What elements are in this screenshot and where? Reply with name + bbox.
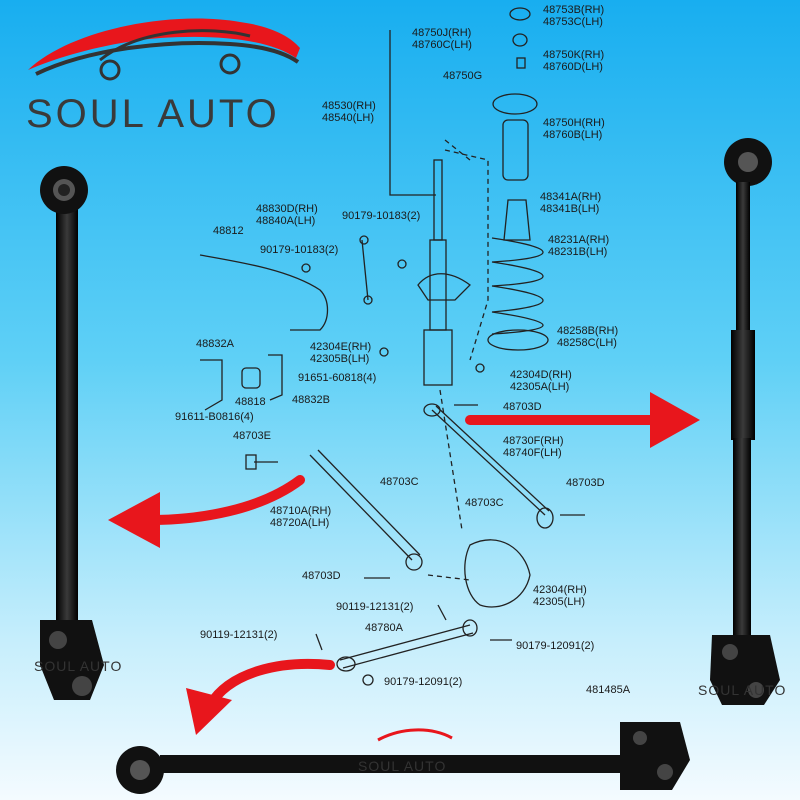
diagram-id-label: 481485A	[586, 684, 631, 696]
watermark-bottom: SOUL AUTO	[358, 758, 447, 774]
part-label-48730f: 48730F(RH) 48740F(LH)	[503, 435, 564, 459]
red-arrow-icons	[145, 415, 655, 710]
part-label-90119-a: 90119-12131(2)	[336, 601, 414, 613]
part-label-91611: 91611-B0816(4)	[175, 411, 254, 423]
part-label-48750k: 48750K(RH) 48760D(LH)	[543, 49, 605, 73]
part-label-48710a: 48710A(RH) 48720A(LH)	[270, 505, 332, 529]
part-label-90119-b: 90119-12131(2)	[200, 629, 278, 641]
part-label-48703d-c: 48703D	[302, 570, 341, 582]
part-label-48830d: 48830D(RH) 48840A(LH)	[256, 203, 318, 227]
brand-name: SOUL AUTO	[26, 92, 280, 136]
part-label-48750j: 48750J(RH) 48760C(LH)	[412, 27, 472, 51]
part-label-48703c-a: 48703C	[380, 476, 419, 488]
part-label-48703e: 48703E	[233, 430, 271, 442]
part-label-48780a: 48780A	[365, 622, 403, 634]
adjustable-arm-right-photo	[710, 138, 780, 705]
part-label-48231a: 48231A(RH) 48231B(LH)	[548, 234, 610, 258]
part-label-91651: 91651-60818(4)	[298, 372, 377, 384]
part-label-48750g: 48750G	[443, 70, 483, 82]
part-label-48812: 48812	[213, 225, 244, 237]
part-label-90179-10183-b: 90179-10183(2)	[260, 244, 339, 256]
part-label-90179-12091-b: 90179-12091(2)	[384, 676, 463, 688]
part-label-42304: 42304(RH) 42305(LH)	[533, 584, 587, 608]
car-logo-icon	[28, 18, 300, 81]
watermark-right: SOUL AUTO	[698, 682, 787, 698]
part-label-48832b: 48832B	[292, 394, 330, 406]
arrow-down-icon	[205, 658, 335, 710]
part-label-48753b: 48753B(RH) 48753C(LH)	[543, 4, 605, 28]
part-label-90179-10183-a: 90179-10183(2)	[342, 210, 421, 222]
part-label-48530: 48530(RH) 48540(LH)	[322, 100, 376, 124]
part-label-90179-12091-a: 90179-12091(2)	[516, 640, 595, 652]
part-label-42304e: 42304E(RH) 42305B(LH)	[310, 341, 372, 365]
arrow-left-icon	[145, 475, 305, 525]
part-label-48703c-b: 48703C	[465, 497, 504, 509]
part-label-48258b: 48258B(RH) 48258C(LH)	[557, 325, 619, 349]
lower-arm-bottom-photo	[116, 722, 690, 794]
part-label-48832a: 48832A	[196, 338, 234, 350]
part-label-48341a: 48341A(RH) 48341B(LH)	[540, 191, 602, 215]
watermark-left: SOUL AUTO	[34, 658, 123, 674]
control-arm-left-photo	[40, 166, 104, 700]
part-label-48818: 48818	[235, 396, 266, 408]
suspension-exploded-diagram	[199, 7, 585, 686]
part-label-42304d: 42304D(RH) 42305A(LH)	[510, 369, 572, 393]
part-label-48750h: 48750H(RH) 48760B(LH)	[543, 117, 605, 141]
part-label-48703d-b: 48703D	[566, 477, 605, 489]
part-label-48703d-a: 48703D	[503, 401, 542, 413]
